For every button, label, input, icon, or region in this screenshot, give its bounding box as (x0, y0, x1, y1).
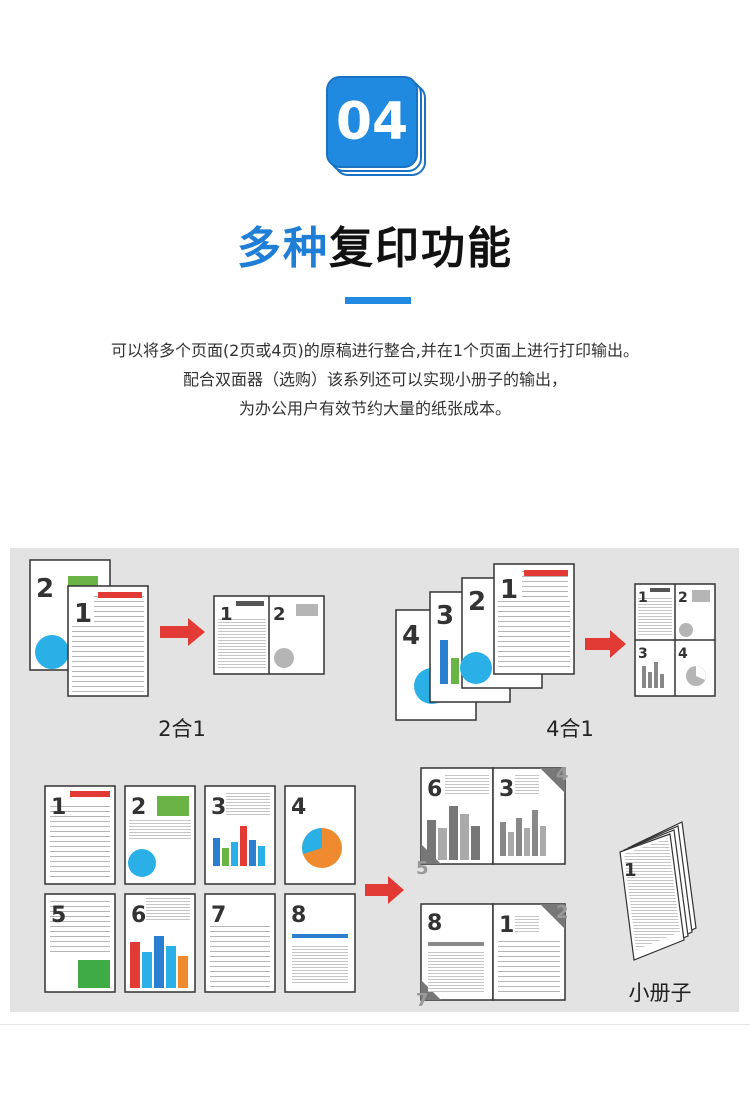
page-number: 1 (74, 599, 92, 629)
page-number: 2 (273, 604, 286, 625)
page-number: 2 (36, 574, 54, 604)
title-underline (345, 297, 411, 304)
booklet-icon: 1 (619, 821, 697, 961)
booklet-spread-bottom: 8 1 2 7 (416, 902, 569, 1011)
page-number: 8 (291, 903, 306, 928)
arrow-icon (160, 618, 205, 646)
page-number: 4 (291, 795, 306, 820)
four-in-one-result: 1 2 3 4 (634, 583, 716, 697)
page-number: 6 (131, 903, 146, 928)
page-number: 3 (211, 795, 226, 820)
page-number: 2 (678, 590, 688, 606)
label-2in1: 2合1 (158, 717, 206, 741)
page-number: 1 (499, 913, 514, 938)
page-number: 8 (427, 911, 442, 936)
section-number-badge: 04 (326, 76, 426, 176)
copy-function-illustration: 2 1 1 2 2合1 4 3 2 1 (10, 548, 739, 1012)
page-number: 1 (624, 860, 637, 881)
page-number: 2 (131, 795, 146, 820)
four-in-one-sources: 4 3 2 1 (395, 563, 575, 721)
booklet-source-pages: 1 2 3 4 5 6 (44, 785, 356, 993)
booklet-spread-top: 6 3 4 5 (416, 764, 569, 879)
page-number: 1 (638, 590, 648, 606)
illustration-svg: 2 1 1 2 2合1 4 3 2 1 (29, 559, 716, 1011)
page-number: 1 (500, 575, 518, 605)
description-line: 可以将多个页面(2页或4页)的原稿进行整合,并在1个页面上进行打印输出。 (110, 341, 640, 360)
page-number: 7 (211, 903, 226, 928)
page-number: 4 (402, 621, 420, 651)
page-number: 3 (638, 646, 648, 662)
page-number: 1 (220, 604, 233, 625)
page-title: 多种复印功能 (0, 212, 750, 276)
page-number: 7 (416, 990, 429, 1011)
page-number: 1 (51, 795, 66, 820)
title-highlight: 多种 (237, 223, 329, 274)
page-number: 2 (556, 902, 569, 923)
divider (0, 1024, 750, 1025)
page-number: 4 (678, 646, 688, 662)
page-number: 5 (51, 903, 66, 928)
badge-number: 04 (326, 76, 418, 168)
description-line: 配合双面器（选购）该系列还可以实现小册子的输出， (182, 370, 567, 389)
page-number: 5 (416, 858, 429, 879)
arrow-icon (585, 630, 626, 658)
label-4in1: 4合1 (546, 717, 594, 741)
page-number: 3 (436, 601, 454, 631)
label-booklet: 小册子 (629, 981, 692, 1005)
description: 可以将多个页面(2页或4页)的原稿进行整合,并在1个页面上进行打印输出。 配合双… (0, 336, 750, 423)
page-number: 6 (427, 777, 442, 802)
page-number: 3 (499, 777, 514, 802)
page-number: 4 (556, 764, 569, 785)
description-line: 为办公用户有效节约大量的纸张成本。 (238, 399, 511, 418)
title-rest: 复印功能 (329, 223, 513, 274)
arrow-icon (365, 876, 404, 904)
page-number: 2 (468, 587, 486, 617)
two-in-one-result: 1 2 (213, 595, 325, 675)
two-in-one-sources: 2 1 (29, 559, 149, 697)
